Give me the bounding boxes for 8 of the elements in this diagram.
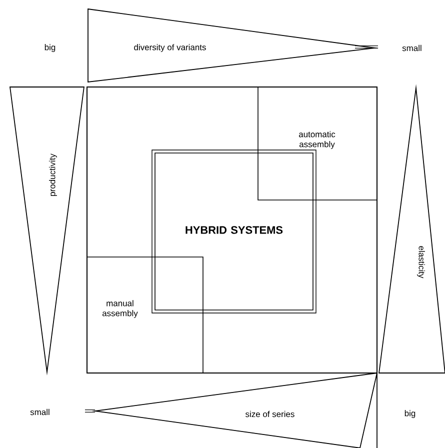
region-box: manual assembly <box>86 256 204 374</box>
double-box: HYBRID SYSTEMS <box>152 150 316 314</box>
region-box <box>86 86 378 374</box>
scale-label: small <box>30 408 50 416</box>
scale-label: small <box>402 44 422 52</box>
scale-label: big <box>404 410 416 418</box>
scale-label: big <box>44 44 56 52</box>
region-box: automatic assembly <box>258 86 378 200</box>
